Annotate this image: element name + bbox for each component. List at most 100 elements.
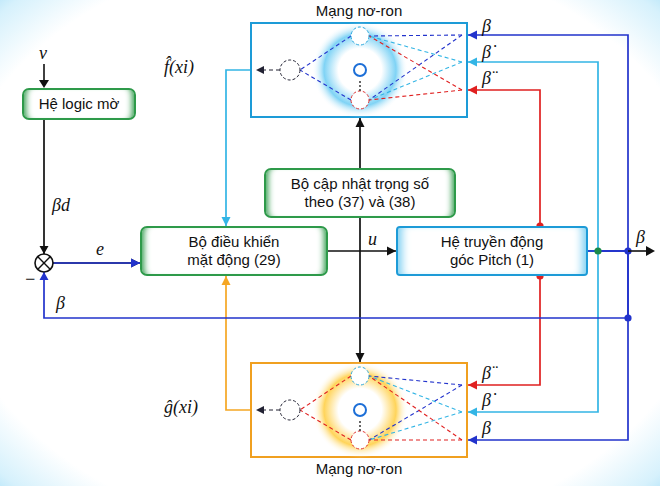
arrow-head <box>40 246 49 254</box>
summing-junction <box>38 257 51 270</box>
connector-line <box>226 70 250 226</box>
arrow-head <box>468 381 477 390</box>
connector <box>356 218 365 362</box>
synapse <box>369 35 462 36</box>
signal-label: v <box>39 44 47 62</box>
neuron <box>351 367 369 385</box>
neural-net-box: Mạng nơ-ron <box>250 22 468 118</box>
synapse <box>369 376 462 440</box>
input-wire <box>43 64 45 82</box>
signal-label: β <box>636 228 645 246</box>
signal-label: βd <box>52 196 70 214</box>
connector-line <box>468 276 540 385</box>
process-box: Bộ cập nhật trọng số theo (37) và (38) <box>264 168 456 218</box>
neural-net-icon <box>250 362 468 458</box>
arrow-head <box>356 118 365 127</box>
signal-label: e <box>96 240 104 258</box>
output-wire <box>628 250 648 252</box>
connector <box>468 251 628 445</box>
signal-label: ĝ(xi) <box>164 398 198 416</box>
glow-ring <box>312 22 408 118</box>
signal-label: β̇ <box>482 391 491 409</box>
synapse <box>300 410 351 440</box>
connector-line <box>468 251 628 440</box>
box-label: Hệ truyền động góc Pitch (1) <box>434 233 550 269</box>
arrow-head <box>256 66 264 74</box>
process-box: Hệ truyền động góc Pitch (1) <box>396 226 588 276</box>
synapse <box>300 70 351 100</box>
synapse <box>369 376 462 385</box>
signal-label: β̈ <box>482 69 491 87</box>
ellipsis-dot <box>359 429 361 431</box>
arrow-head <box>468 408 477 417</box>
arrow-head <box>468 31 477 40</box>
neuron <box>351 27 369 45</box>
signal-label: − <box>24 270 36 288</box>
ellipsis-dot <box>359 89 361 91</box>
connector <box>222 70 251 226</box>
connector <box>468 31 628 252</box>
arrow-head <box>468 436 477 445</box>
synapse <box>369 412 462 440</box>
synapse <box>369 62 462 100</box>
box-label: Hệ logic mờ <box>39 95 120 113</box>
signal-label: β <box>56 294 65 312</box>
signal-label: f̂(xi) <box>164 58 194 76</box>
connector <box>468 86 540 227</box>
connector <box>468 58 598 252</box>
arrow-head <box>222 217 231 226</box>
synapse <box>369 439 462 440</box>
connector-line <box>44 120 140 263</box>
synapse <box>369 376 462 412</box>
arrow-head <box>222 276 231 285</box>
ellipsis-dot <box>359 85 361 87</box>
synapse <box>369 36 462 62</box>
signal-label: β <box>482 17 491 35</box>
junction-dot <box>594 247 601 254</box>
box-label: Bộ cập nhật trọng số theo (37) và (38) <box>286 175 434 211</box>
signal-label: β <box>482 419 491 437</box>
connector-line <box>359 218 361 362</box>
synapse <box>300 36 351 70</box>
neuron <box>351 91 369 109</box>
neuron <box>280 60 300 80</box>
neural-net-icon <box>250 22 468 118</box>
connector <box>356 118 365 168</box>
connector <box>328 247 396 256</box>
process-box: Hệ logic mờ <box>22 88 136 120</box>
connector <box>222 276 251 410</box>
synapse <box>369 36 462 90</box>
arrow-head <box>387 247 396 256</box>
arrow-head <box>468 86 477 95</box>
box-heading: Mạng nơ-ron <box>252 2 466 20</box>
neuron <box>351 431 369 449</box>
connector-line <box>468 90 540 226</box>
signal-label: u <box>368 230 377 248</box>
neuron <box>354 404 366 416</box>
arrow-head <box>646 246 655 256</box>
arrow-head <box>40 272 49 280</box>
process-box: Bộ điều khiển mặt động (29) <box>140 226 328 276</box>
connector <box>44 120 140 268</box>
synapse <box>369 385 462 440</box>
summing-junction <box>38 257 51 270</box>
arrow-head <box>256 406 264 414</box>
synapse <box>300 376 351 410</box>
connector-line <box>468 62 598 251</box>
arrow-head <box>468 58 477 67</box>
connector-line <box>468 35 628 251</box>
glow-ring <box>312 362 408 458</box>
ellipsis-dot <box>359 425 361 427</box>
arrow-head <box>131 259 140 268</box>
synapse <box>369 35 462 100</box>
ellipsis-dot <box>359 81 361 83</box>
summing-junction <box>35 254 53 272</box>
neuron <box>354 64 366 76</box>
neural-net-box: Mạng nơ-ron <box>250 362 468 458</box>
box-heading: Mạng nơ-ron <box>252 460 466 478</box>
arrow-head <box>131 259 140 268</box>
arrow-head <box>39 80 49 88</box>
box-label: Bộ điều khiển mặt động (29) <box>176 233 292 269</box>
connector-line <box>226 276 250 410</box>
connector-line <box>328 250 396 252</box>
